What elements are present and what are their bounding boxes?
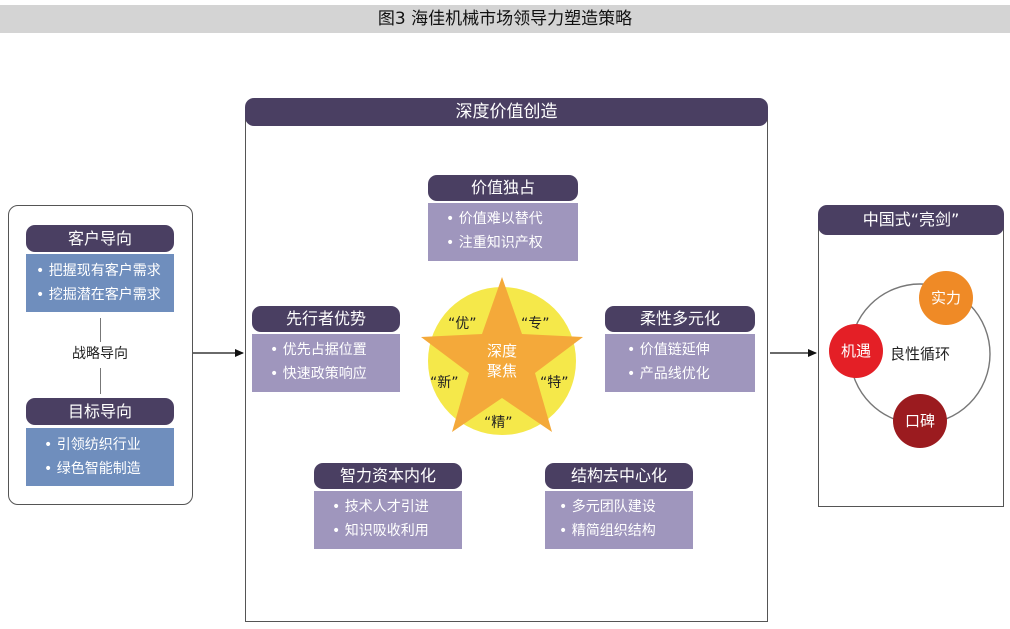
china-style-header: 中国式“亮剑” <box>818 205 1004 235</box>
decentralization-list: • 多元团队建设 • 精简组织结构 <box>545 491 693 549</box>
decentralization-header: 结构去中心化 <box>545 463 693 489</box>
star-label-zhuan: “专” <box>521 316 550 332</box>
value-monopoly-list: • 价值难以替代 • 注重知识产权 <box>428 203 578 261</box>
virtuous-cycle-label: 良性循环 <box>889 345 950 363</box>
opportunity-label: 机遇 <box>840 342 871 360</box>
list-item: • 挖掘潜在客户需求 <box>36 287 161 303</box>
list-item: • 优先占据位置 <box>270 342 367 358</box>
flexible-diversification-header: 柔性多元化 <box>605 306 755 332</box>
strategy-orientation-label: 战略导向 <box>72 346 128 362</box>
focus-star <box>421 277 583 432</box>
reputation-circle <box>893 394 947 448</box>
list-item: • 价值难以替代 <box>446 211 543 227</box>
list-item: • 多元团队建设 <box>559 499 656 515</box>
connector-line <box>100 318 101 342</box>
customer-orientation-header: 客户导向 <box>26 225 174 252</box>
first-mover-list: • 优先占据位置 • 快速政策响应 <box>252 334 400 392</box>
list-item: • 技术人才引进 <box>332 499 429 515</box>
list-item: • 精简组织结构 <box>559 523 656 539</box>
intellectual-capital-header: 智力资本内化 <box>314 463 462 489</box>
customer-orientation-list: • 把握现有客户需求 • 挖掘潜在客户需求 <box>26 254 174 312</box>
figure-title: 图3 海佳机械市场领导力塑造策略 <box>0 5 1010 33</box>
strength-circle <box>919 271 973 325</box>
intellectual-capital-list: • 技术人才引进 • 知识吸收利用 <box>314 491 462 549</box>
list-item: • 把握现有客户需求 <box>36 263 161 279</box>
value-monopoly-header: 价值独占 <box>428 175 578 201</box>
star-label-te: “特” <box>540 375 569 391</box>
flexible-diversification-list: • 价值链延伸 • 产品线优化 <box>605 334 755 392</box>
goal-orientation-list: • 引领纺织行业 • 绿色智能制造 <box>26 428 174 486</box>
list-item: • 知识吸收利用 <box>332 523 429 539</box>
star-label-you: “优” <box>448 316 477 332</box>
list-item: • 引领纺织行业 <box>44 437 141 453</box>
first-mover-header: 先行者优势 <box>252 306 400 332</box>
strength-label: 实力 <box>930 289 961 307</box>
list-item: • 价值链延伸 <box>627 342 710 358</box>
connector-line <box>100 368 101 394</box>
reputation-label: 口碑 <box>904 412 935 430</box>
goal-orientation-header: 目标导向 <box>26 398 174 425</box>
list-item: • 注重知识产权 <box>446 235 543 251</box>
star-label-jing: “精” <box>484 415 513 431</box>
focus-center-text: 深度 聚焦 <box>486 342 517 380</box>
opportunity-circle <box>829 324 883 378</box>
value-creation-header: 深度价值创造 <box>245 98 768 126</box>
list-item: • 快速政策响应 <box>270 366 367 382</box>
list-item: • 绿色智能制造 <box>44 461 141 477</box>
star-label-xin: “新” <box>430 375 459 391</box>
list-item: • 产品线优化 <box>627 366 710 382</box>
